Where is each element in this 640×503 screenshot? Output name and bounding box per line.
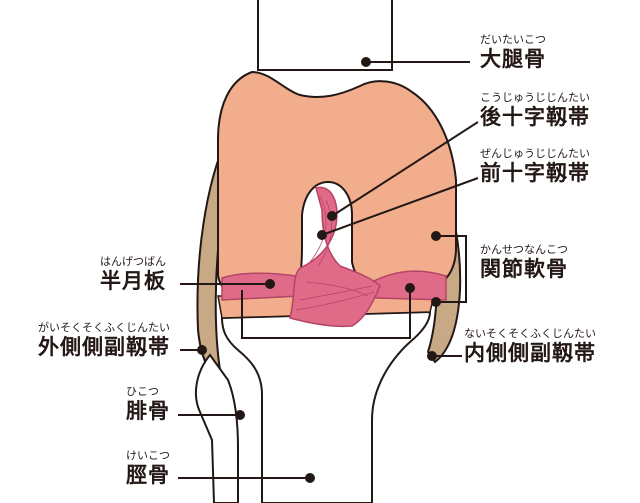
- mcl-ruby: ないそくそくふくじんたい: [464, 328, 596, 339]
- pcl-ruby: こうじゅうじじんたい: [480, 92, 590, 103]
- fibula-label: ひこつ 腓骨: [126, 386, 170, 422]
- meniscus-label: はんげつばん 半月板: [100, 256, 166, 292]
- lcl-label: がいそくそくふくじんたい 外側側副靱帯: [38, 322, 170, 358]
- femur-shaft: [258, 0, 392, 70]
- femur-ruby: だいたいこつ: [480, 34, 546, 45]
- meniscus-dot-left: [266, 280, 274, 288]
- mcl-name: 内側側副靱帯: [464, 343, 596, 364]
- acl-name: 前十字靱帯: [480, 163, 590, 184]
- cartilage-name: 関節軟骨: [480, 259, 568, 280]
- meniscus-lateral: [222, 273, 300, 300]
- meniscus-ruby: はんげつばん: [100, 256, 166, 267]
- lcl-name: 外側側副靱帯: [38, 337, 170, 358]
- meniscus-name: 半月板: [100, 271, 166, 292]
- acl-label: ぜんじゅうじじんたい 前十字靱帯: [480, 148, 590, 184]
- femur-label: だいたいこつ 大腿骨: [480, 34, 546, 70]
- tibia-label: けいこつ 脛骨: [126, 450, 170, 486]
- acl-ruby: ぜんじゅうじじんたい: [480, 148, 590, 159]
- fibula-ruby: ひこつ: [126, 386, 170, 397]
- pcl-name: 後十字靱帯: [480, 107, 590, 128]
- tibia-ruby: けいこつ: [126, 450, 170, 461]
- tibia-shape: [222, 312, 430, 503]
- cartilage-label: かんせつなんこつ 関節軟骨: [480, 244, 568, 280]
- tibia-name: 脛骨: [126, 465, 170, 486]
- mcl-label: ないそくそくふくじんたい 内側側副靱帯: [464, 328, 596, 364]
- lcl-ruby: がいそくそくふくじんたい: [38, 322, 170, 333]
- femur-name: 大腿骨: [480, 49, 546, 70]
- pcl-label: こうじゅうじじんたい 後十字靱帯: [480, 92, 590, 128]
- cartilage-ruby: かんせつなんこつ: [480, 244, 568, 255]
- fibula-name: 腓骨: [126, 401, 170, 422]
- fibula-shape: [196, 355, 238, 503]
